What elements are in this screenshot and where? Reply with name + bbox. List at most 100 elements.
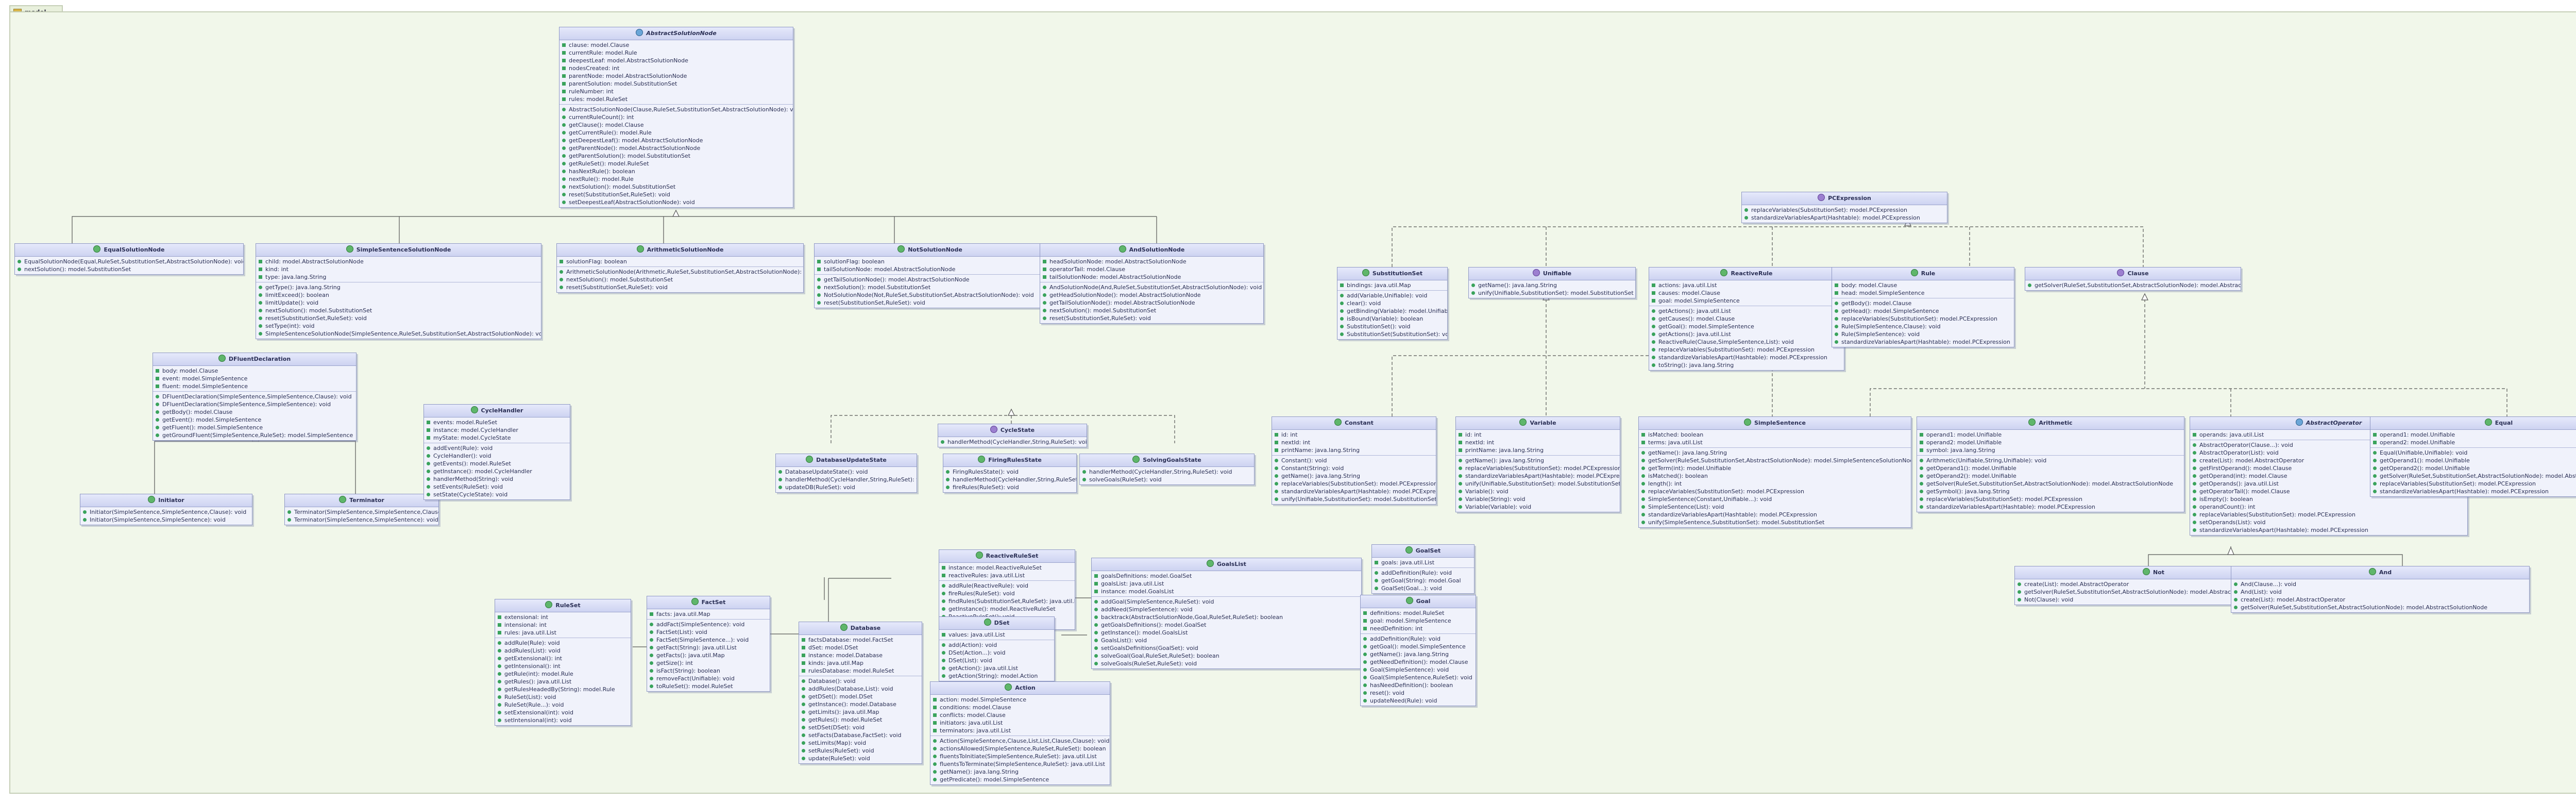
- method-item: getGroundFluent(SimpleSentence,RuleSet):…: [153, 431, 356, 439]
- class-name: Action: [1015, 684, 1036, 691]
- method-item: getName(): java.lang.String: [1456, 457, 1620, 464]
- method-item: setGoalsDefinitions(GoalSet): void: [1092, 644, 1361, 652]
- method-item: getOperand2(): model.Unifiable: [2370, 464, 2576, 472]
- method-item: standardizeVariablesApart(Hashtable): mo…: [1832, 338, 2014, 346]
- class-name: Variable: [1530, 420, 1556, 426]
- field-item: head: model.SimpleSentence: [1832, 289, 2014, 297]
- method-item: Variable(): void: [1456, 488, 1620, 495]
- class-header: ReactiveRuleSet: [939, 550, 1075, 563]
- class-header: SolvingGoalsState: [1080, 454, 1254, 467]
- class-header: DFluentDeclaration: [153, 353, 356, 366]
- class-header: SubstitutionSet: [1337, 268, 1447, 280]
- interface-icon: [1818, 194, 1825, 201]
- fields-section: goals: java.util.List: [1372, 558, 1474, 567]
- method-item: getCauses(): model.Clause: [1649, 315, 1844, 323]
- method-item: getGoalsDefinitions(): model.GoalSet: [1092, 621, 1361, 629]
- field-item: goalsList: java.util.List: [1092, 580, 1361, 588]
- field-item: rules: java.util.List: [495, 629, 631, 637]
- field-item: definitions: model.RuleSet: [1361, 609, 1476, 617]
- class-name: SimpleSentenceSolutionNode: [356, 246, 451, 253]
- method-item: setLimits(Map): void: [799, 739, 922, 747]
- methods-section: getTailSolutionNode(): model.AbstractSol…: [815, 274, 1045, 308]
- field-item: initiators: java.util.List: [930, 719, 1110, 727]
- method-item: setState(CycleState): void: [424, 491, 570, 498]
- method-item: setIntensional(int): void: [495, 716, 631, 724]
- method-item: add(Action): void: [939, 641, 1054, 649]
- field-item: ruleNumber: int: [560, 88, 793, 95]
- class-icon: [218, 355, 226, 362]
- method-item: findRules(SubstitutionSet,RuleSet): java…: [939, 597, 1075, 605]
- method-item: getOperand2(): model.Unifiable: [1917, 472, 2184, 480]
- method-item: setExtensional(int): void: [495, 709, 631, 716]
- methods-section: EqualSolutionNode(Equal,RuleSet,Substitu…: [15, 257, 243, 274]
- method-item: getInstance(): model.Database: [799, 700, 922, 708]
- method-item: getName(): java.lang.String: [1272, 472, 1436, 480]
- method-item: limitUpdate(): void: [256, 299, 541, 307]
- method-item: standardizeVariablesApart(Hashtable): mo…: [2190, 526, 2467, 534]
- field-item: body: model.Clause: [153, 367, 356, 375]
- field-item: nodesCreated: int: [560, 64, 793, 72]
- method-item: Rule(SimpleSentence,Clause): void: [1832, 323, 2014, 330]
- field-item: solutionFlag: boolean: [557, 258, 803, 265]
- method-item: standardizeVariablesApart(Hashtable): mo…: [1456, 472, 1620, 480]
- class-header: FiringRulesState: [943, 454, 1076, 467]
- class-header: AndSolutionNode: [1040, 244, 1263, 257]
- field-item: tailSolutionNode: model.AbstractSolution…: [1040, 273, 1263, 281]
- methods-section: Action(SimpleSentence,Clause,List,List,C…: [930, 736, 1110, 784]
- class-icon: [1132, 456, 1140, 463]
- method-item: Goal(SimpleSentence): void: [1361, 666, 1476, 674]
- method-item: getIntensional(): int: [495, 662, 631, 670]
- method-item: setFacts(Database,FactSet): void: [799, 731, 922, 739]
- class-header: GoalsList: [1092, 558, 1361, 571]
- field-item: id: int: [1456, 431, 1620, 439]
- class-name: FiringRulesState: [988, 457, 1042, 463]
- method-item: Initiator(SimpleSentence,SimpleSentence,…: [80, 508, 252, 516]
- method-item: unify(Unifiable,SubstitutionSet): model.…: [1272, 495, 1436, 503]
- method-item: fireRules(RuleSet): void: [939, 590, 1075, 597]
